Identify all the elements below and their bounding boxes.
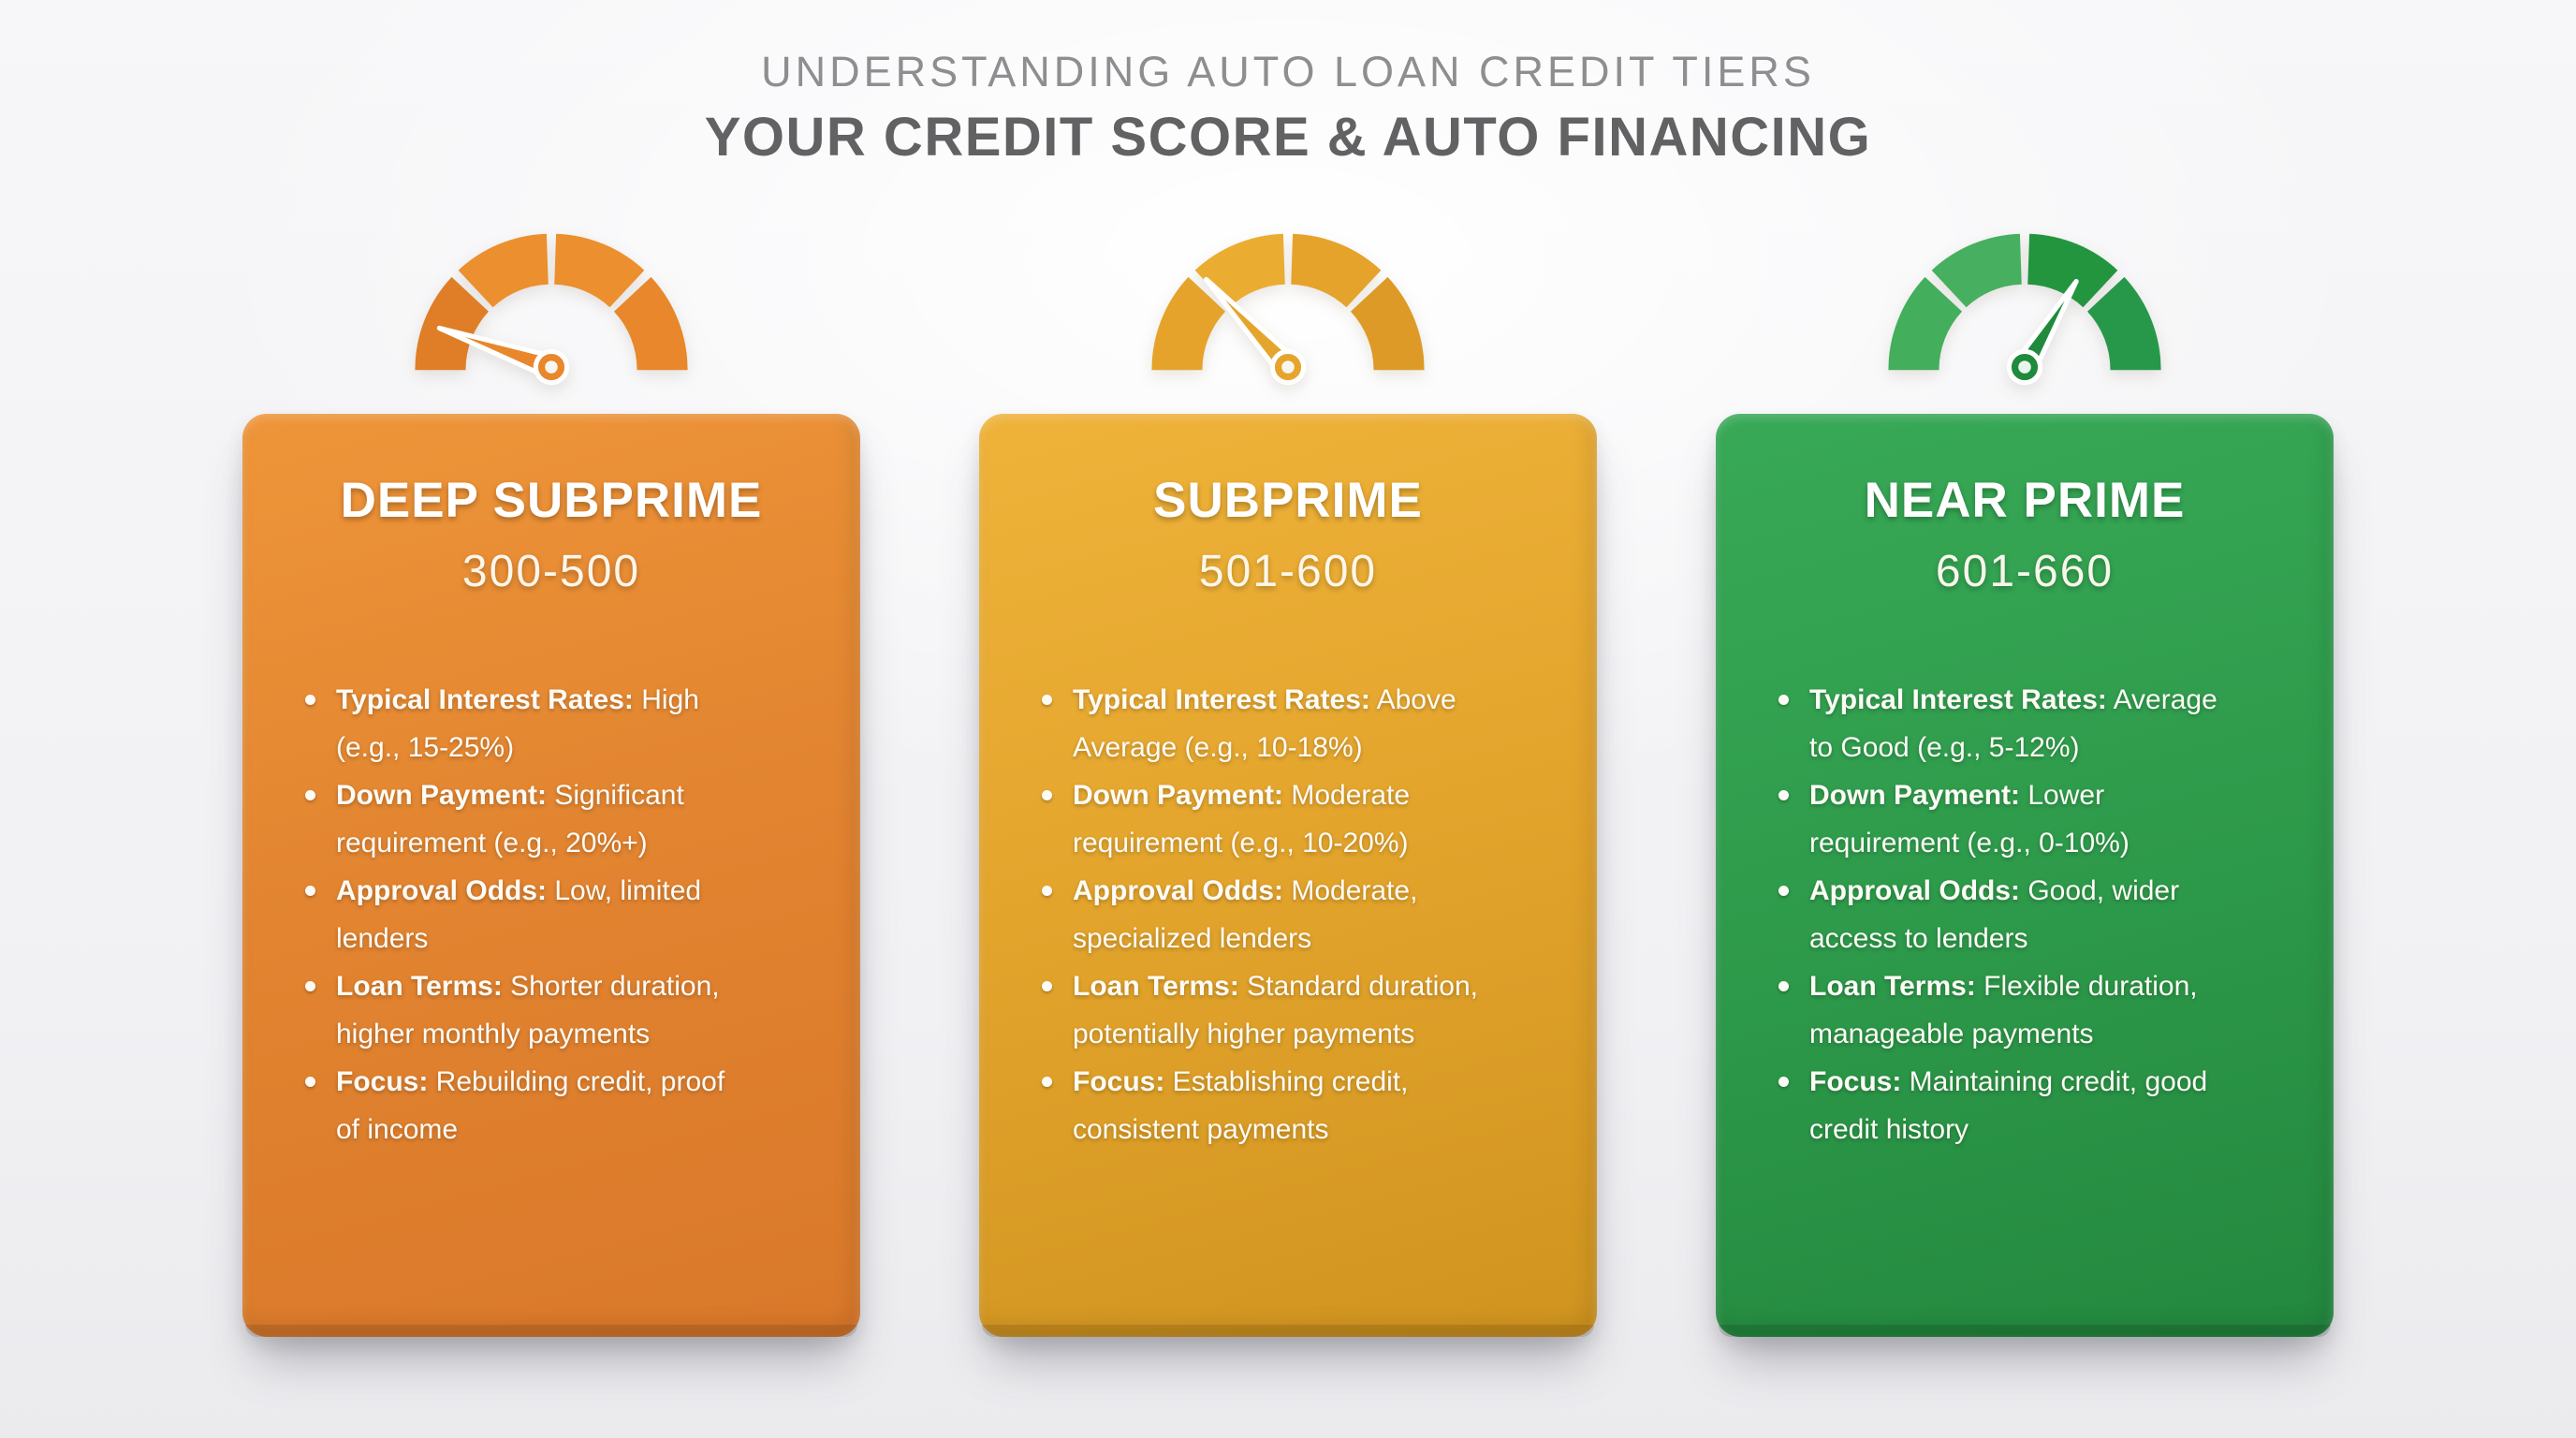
item-label: Approval Odds: <box>336 875 548 907</box>
item-label: Typical Interest Rates: <box>1809 684 2107 716</box>
card-deep-subprime: DEEP SUBPRIME 300-500 Typical Interest R… <box>242 414 860 1338</box>
card-subprime: SUBPRIME 501-600 Typical Interest Rates:… <box>979 414 1597 1338</box>
speedometer-gauge-high-icon <box>1888 233 2161 385</box>
item-text: Average to Good (e.g., 5-12%) <box>1809 684 2217 764</box>
gauge-arc-segment <box>1291 233 1382 307</box>
item-label: Loan Terms: <box>1073 971 1239 1003</box>
card-details-list: Typical Interest Rates: High (e.g., 15-2… <box>242 676 860 1153</box>
card-title: SUBPRIME <box>1153 473 1423 529</box>
gauge-cell-deep-subprime <box>242 219 860 387</box>
list-item: Focus: Rebuilding credit, proof of incom… <box>300 1058 755 1153</box>
list-item: Loan Terms: Flexible duration, manageabl… <box>1774 962 2229 1058</box>
item-label: Typical Interest Rates: <box>336 684 634 716</box>
gauge-needle-hub-center <box>545 360 558 374</box>
list-item: Approval Odds: Good, wider access to len… <box>1774 867 2229 962</box>
list-item: Loan Terms: Standard duration, potential… <box>1037 962 1492 1058</box>
list-item: Focus: Establishing credit, consistent p… <box>1037 1058 1492 1153</box>
gauge-arc-segment <box>2086 276 2161 370</box>
credit-tier-cards-row: DEEP SUBPRIME 300-500 Typical Interest R… <box>0 414 2576 1338</box>
card-title: DEEP SUBPRIME <box>340 473 763 529</box>
item-text: Establishing credit, consistent payments <box>1073 1066 1409 1146</box>
item-text: Moderate requirement (e.g., 10-20%) <box>1073 780 1411 859</box>
card-score-range: 300-500 <box>461 547 641 597</box>
item-label: Focus: <box>336 1066 429 1098</box>
gauge-icons-row <box>0 219 2576 387</box>
card-details-list: Typical Interest Rates: Average to Good … <box>1716 676 2334 1153</box>
gauge-arc-segment <box>1888 276 1963 370</box>
list-item: Typical Interest Rates: Average to Good … <box>1774 676 2229 771</box>
item-text: High (e.g., 15-25%) <box>336 684 699 764</box>
card-score-range: 501-600 <box>1198 547 1378 597</box>
list-item: Focus: Maintaining credit, good credit h… <box>1774 1058 2229 1153</box>
item-label: Loan Terms: <box>1809 971 1976 1003</box>
list-item: Down Payment: Significant requirement (e… <box>300 771 755 867</box>
item-text: Flexible duration, manageable payments <box>1809 971 2198 1050</box>
card-score-range: 601-660 <box>1935 547 2115 597</box>
list-item: Loan Terms: Shorter duration, higher mon… <box>300 962 755 1058</box>
speedometer-gauge-low-icon <box>415 233 688 385</box>
header-subtitle: UNDERSTANDING AUTO LOAN CREDIT TIERS <box>761 48 1815 95</box>
page-title: YOUR CREDIT SCORE & AUTO FINANCING <box>704 107 1872 168</box>
list-item: Typical Interest Rates: Above Average (e… <box>1037 676 1492 771</box>
gauge-arc-segment <box>1350 276 1425 370</box>
gauge-needle-hub-center <box>2018 360 2031 374</box>
item-text: Low, limited lenders <box>336 875 702 955</box>
item-text: Significant requirement (e.g., 20%+) <box>336 780 684 859</box>
item-label: Down Payment: <box>1809 780 2021 812</box>
gauge-arc-segment <box>1151 276 1226 370</box>
list-item: Approval Odds: Low, limited lenders <box>300 867 755 962</box>
gauge-needle-hub-center <box>1281 360 1295 374</box>
item-text: Good, wider access to lenders <box>1809 875 2180 955</box>
gauge-arc-segment <box>458 233 549 307</box>
item-label: Focus: <box>1809 1066 1902 1098</box>
item-label: Approval Odds: <box>1073 875 1284 907</box>
list-item: Down Payment: Moderate requirement (e.g.… <box>1037 771 1492 867</box>
item-label: Focus: <box>1073 1066 1165 1098</box>
card-title: NEAR PRIME <box>1864 473 2186 529</box>
item-text: Above Average (e.g., 10-18%) <box>1073 684 1456 764</box>
speedometer-gauge-mid-low-icon <box>1151 233 1425 385</box>
item-text: Rebuilding credit, proof of income <box>336 1066 725 1146</box>
header: UNDERSTANDING AUTO LOAN CREDIT TIERS YOU… <box>0 0 2576 170</box>
item-label: Down Payment: <box>336 780 548 812</box>
item-text: Standard duration, potentially higher pa… <box>1073 971 1478 1050</box>
item-label: Down Payment: <box>1073 780 1284 812</box>
item-text: Shorter duration, higher monthly payment… <box>336 971 720 1050</box>
list-item: Typical Interest Rates: High (e.g., 15-2… <box>300 676 755 771</box>
item-label: Loan Terms: <box>336 971 503 1003</box>
item-text: Moderate, specialized lenders <box>1073 875 1418 955</box>
gauge-cell-near-prime <box>1716 219 2334 387</box>
item-text: Lower requirement (e.g., 0-10%) <box>1809 780 2130 859</box>
card-details-list: Typical Interest Rates: Above Average (e… <box>979 676 1597 1153</box>
card-near-prime: NEAR PRIME 601-660 Typical Interest Rate… <box>1716 414 2334 1338</box>
gauge-arc-segment <box>1931 233 2022 307</box>
gauge-cell-subprime <box>979 219 1597 387</box>
item-text: Maintaining credit, good credit history <box>1809 1066 2208 1146</box>
list-item: Approval Odds: Moderate, specialized len… <box>1037 867 1492 962</box>
list-item: Down Payment: Lower requirement (e.g., 0… <box>1774 771 2229 867</box>
gauge-arc-segment <box>613 276 688 370</box>
item-label: Approval Odds: <box>1809 875 2021 907</box>
item-label: Typical Interest Rates: <box>1073 684 1370 716</box>
gauge-arc-segment <box>554 233 645 307</box>
gauge-arc-segment <box>415 276 490 370</box>
gauge-arc-segment <box>2027 233 2118 307</box>
